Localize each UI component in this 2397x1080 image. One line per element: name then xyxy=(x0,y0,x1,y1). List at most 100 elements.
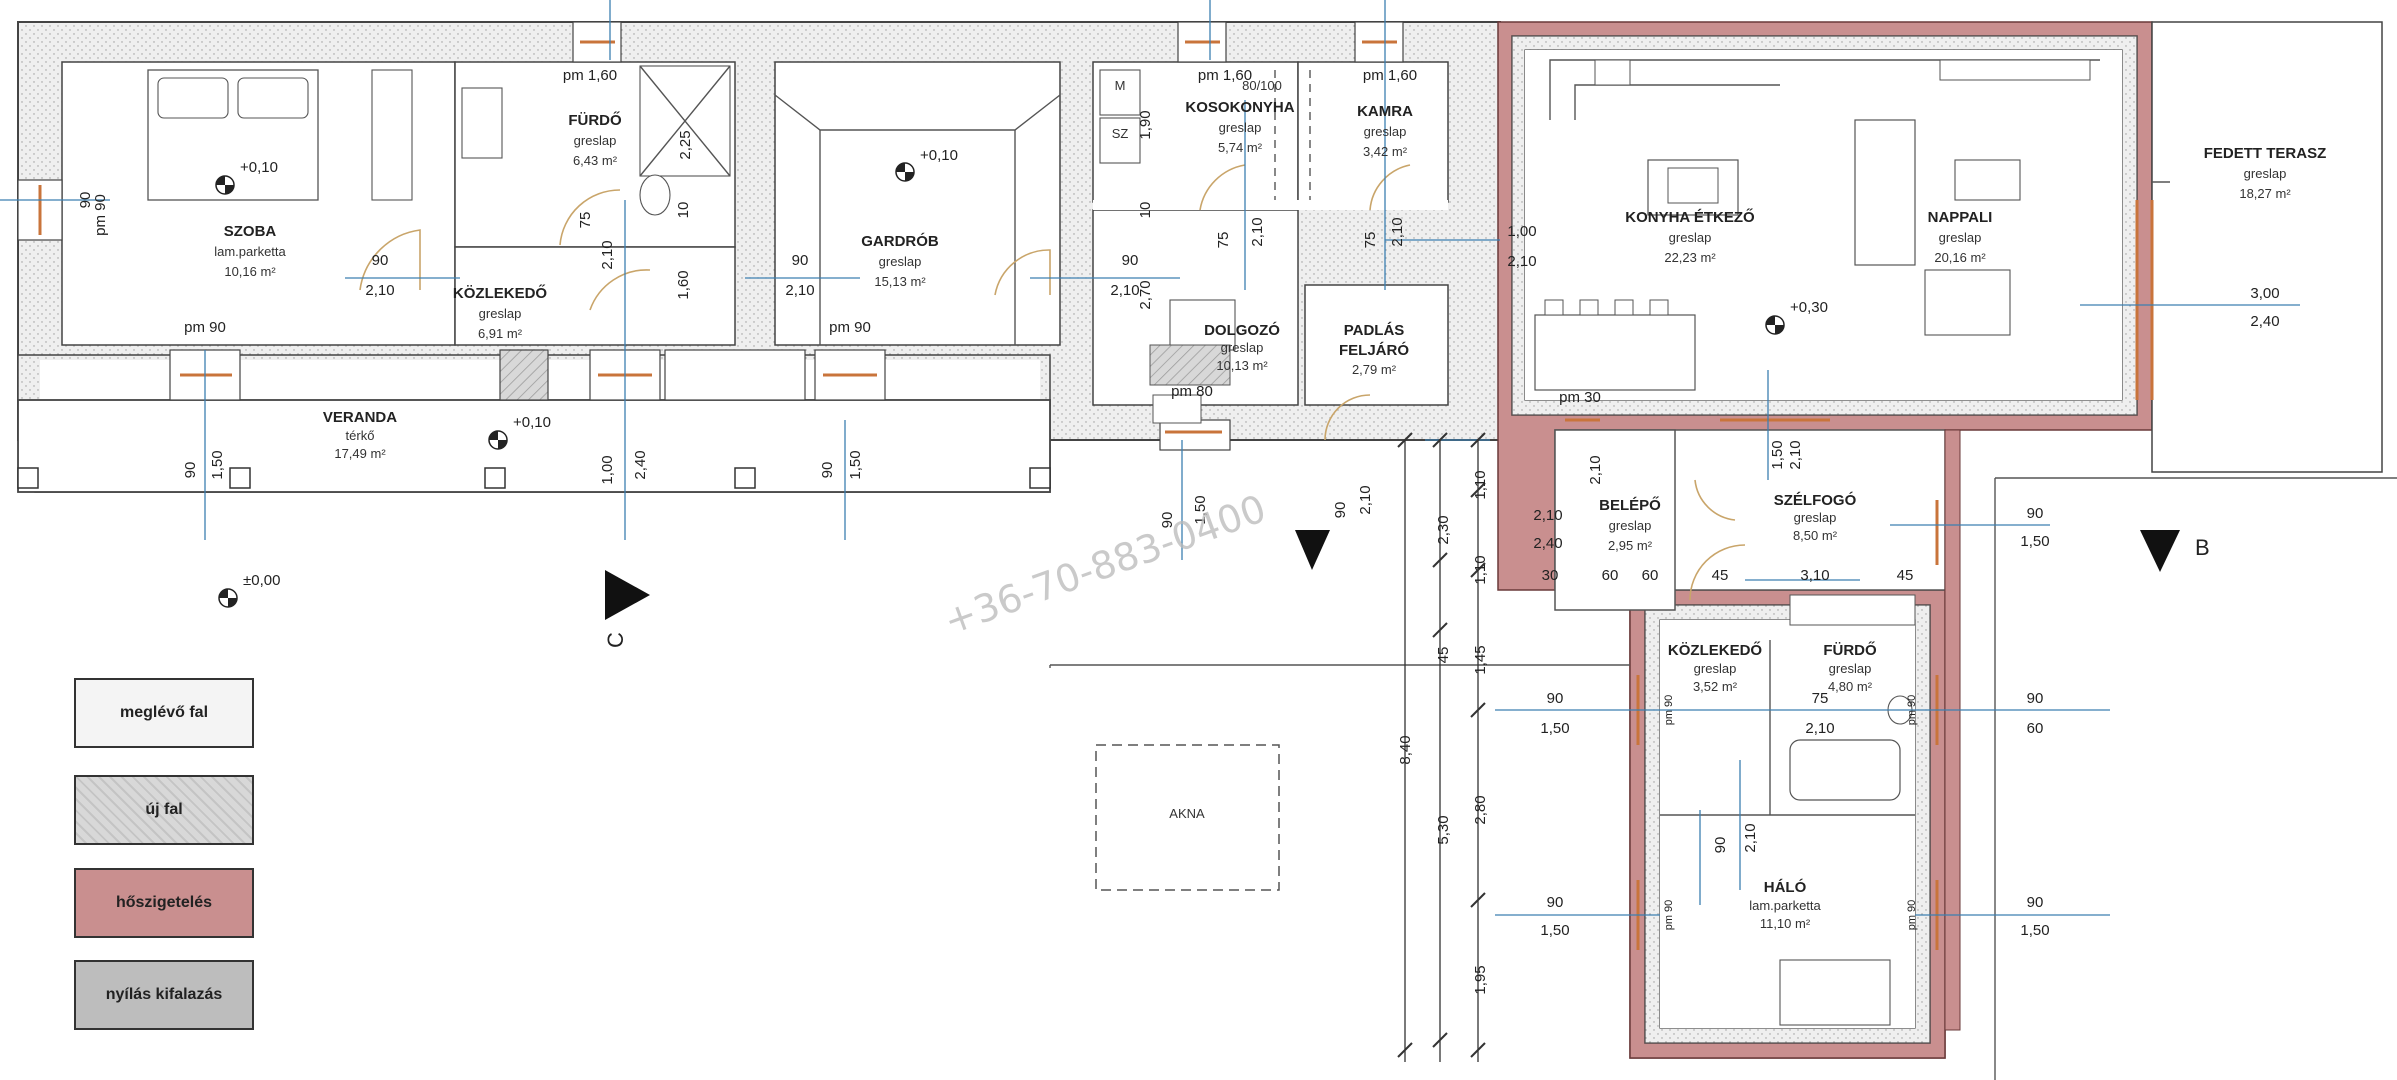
legend-insulation: hőszigetelés xyxy=(74,868,254,938)
dim-label: 1,60 xyxy=(675,270,692,299)
room-terasz-name: FEDETT TERASZ xyxy=(2204,145,2327,162)
room-furdo2-material: greslap xyxy=(1829,661,1872,676)
dim-label: 1,45 xyxy=(1472,645,1489,674)
existing-building xyxy=(17,21,1501,493)
dim-label: 2,10 xyxy=(1389,217,1406,246)
dim-label: pm 80 xyxy=(1171,383,1213,400)
dim-label: 5,30 xyxy=(1435,815,1452,844)
dim-label: 2,10 xyxy=(1249,217,1266,246)
room-padlas-area: 2,79 m² xyxy=(1352,362,1397,377)
dim-label: 1,10 xyxy=(1472,470,1489,499)
dim-label: 2,10 xyxy=(1110,282,1139,299)
room-konyha-name: KONYHA ÉTKEZŐ xyxy=(1625,208,1755,226)
level-marker-icon xyxy=(895,162,915,182)
section-marks: C B xyxy=(603,530,2210,648)
room-gardrob-area: 15,13 m² xyxy=(874,274,926,289)
dim-label: pm 1,60 xyxy=(563,67,617,84)
dim-label: 2,40 xyxy=(2250,313,2279,330)
dim-label: 90 xyxy=(77,192,94,209)
room-szoba-name: SZOBA xyxy=(224,223,277,240)
dim-label: 1,50 xyxy=(1192,495,1209,524)
room-szoba-area: 10,16 m² xyxy=(224,264,276,279)
room-kamra-area: 3,42 m² xyxy=(1363,144,1408,159)
dim-label: 1,50 xyxy=(1769,440,1786,469)
dim-label: 90 xyxy=(182,462,199,479)
room-belepo-name: BELÉPŐ xyxy=(1599,496,1661,514)
room-koso-material: greslap xyxy=(1219,120,1262,135)
dim-label: 90 xyxy=(819,462,836,479)
dim-label: pm 90 xyxy=(1663,900,1675,931)
room-dolgozo-material: greslap xyxy=(1221,340,1264,355)
dim-label: 1,50 xyxy=(209,450,226,479)
dim-label: pm 90 xyxy=(184,319,226,336)
room-terasz-area: 18,27 m² xyxy=(2239,186,2291,201)
room-gardrob-name: GARDRÓB xyxy=(861,232,939,250)
dim-label: 75 xyxy=(577,212,594,229)
dim-label: 45 xyxy=(1435,647,1452,664)
dimension-lines xyxy=(0,0,2300,916)
dimension-labels: 90 pm 90 90 2,10 pm 90 90 2,10 pm 90 90 … xyxy=(77,67,2280,995)
watermark-phone: +36-70-883-0400 xyxy=(938,486,1272,643)
dim-label: 1,95 xyxy=(1472,965,1489,994)
room-dolgozo-area: 10,13 m² xyxy=(1216,358,1268,373)
dim-label: 2,10 xyxy=(785,282,814,299)
section-b-label: B xyxy=(2195,535,2210,560)
level-szoba: +0,10 xyxy=(240,159,278,176)
room-furdo2-name: FÜRDŐ xyxy=(1823,641,1877,659)
legend-label: új fal xyxy=(145,801,183,818)
dim-label: 8,40 xyxy=(1397,735,1414,764)
room-veranda-name: VERANDA xyxy=(323,409,397,426)
dim-label: 1,10 xyxy=(1472,555,1489,584)
room-szelfogo-material: greslap xyxy=(1794,510,1837,525)
dim-label: 60 xyxy=(2027,720,2044,737)
dim-label: 10 xyxy=(1137,202,1154,219)
dim-label: 1,00 xyxy=(599,455,616,484)
dim-label: 2,30 xyxy=(1435,515,1452,544)
dim-label: 45 xyxy=(1712,567,1729,584)
legend-new-wall: új fal xyxy=(74,775,254,845)
room-halo-material: lam.parketta xyxy=(1749,898,1821,913)
room-szoba-material: lam.parketta xyxy=(214,244,286,259)
dim-label: 90 xyxy=(1122,252,1139,269)
dim-label: pm 90 xyxy=(1663,695,1675,726)
new-wing xyxy=(1497,21,2383,1059)
room-koso-name: KOSOKONYHA xyxy=(1185,99,1294,116)
dim-label: 30 xyxy=(1542,567,1559,584)
room-belepo-material: greslap xyxy=(1609,518,1652,533)
dim-label: 2,80 xyxy=(1472,795,1489,824)
akna-label: AKNA xyxy=(1169,806,1205,821)
dim-label: pm 1,60 xyxy=(1198,67,1252,84)
dim-label: 2,10 xyxy=(1787,440,1804,469)
dim-label: pm 90 xyxy=(829,319,871,336)
room-konyha-material: greslap xyxy=(1669,230,1712,245)
room-kozlekedo1-material: greslap xyxy=(479,306,522,321)
dim-label: 90 xyxy=(372,252,389,269)
dim-label: 75 xyxy=(1812,690,1829,707)
room-veranda-area: 17,49 m² xyxy=(334,446,386,461)
label-sz: SZ xyxy=(1112,126,1129,141)
room-labels: SZOBA lam.parketta 10,16 m² FÜRDŐ gresla… xyxy=(214,78,2326,931)
room-kozlekedo2-area: 3,52 m² xyxy=(1693,679,1738,694)
room-furdo1-material: greslap xyxy=(574,133,617,148)
dim-label: 2,10 xyxy=(1587,455,1604,484)
room-furdo2-area: 4,80 m² xyxy=(1828,679,1873,694)
level-marker-icon xyxy=(488,430,508,450)
room-halo-area: 11,10 m² xyxy=(1760,916,1811,931)
level-ground: ±0,00 xyxy=(243,572,280,589)
dim-label: 1,50 xyxy=(1540,720,1569,737)
legend-label: meglévő fal xyxy=(119,704,209,721)
dim-label: 90 xyxy=(2027,690,2044,707)
dim-label: 2,10 xyxy=(1357,485,1374,514)
dim-label: pm 1,60 xyxy=(1363,67,1417,84)
section-arrow-icon xyxy=(2140,530,2180,572)
room-szelfogo-area: 8,50 m² xyxy=(1793,528,1838,543)
dim-label: 3,10 xyxy=(1800,567,1829,584)
legend-opening-infill: nyílás kifalazás xyxy=(74,960,254,1030)
room-gardrob-material: greslap xyxy=(879,254,922,269)
level-veranda: +0,10 xyxy=(513,414,551,431)
room-veranda-material: térkő xyxy=(346,428,375,443)
dim-label: 90 xyxy=(1332,502,1349,519)
dim-label: 2,10 xyxy=(365,282,394,299)
dim-label: 2,25 xyxy=(677,130,694,159)
